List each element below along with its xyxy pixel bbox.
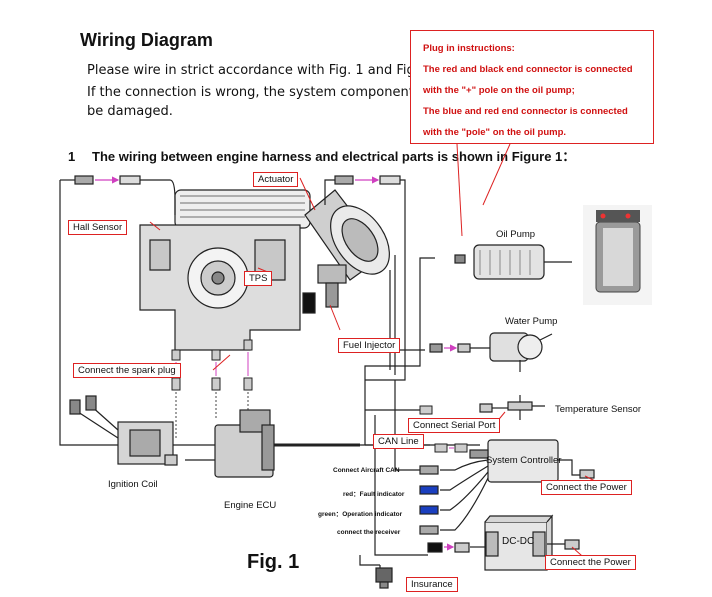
label-operation-indicator: green：Operation indicator: [318, 511, 403, 518]
plug-instructions-line-3: The blue and red end connector is connec…: [423, 106, 628, 117]
diagram-title: Wiring Diagram: [80, 30, 213, 50]
label-spark-plug: Connect the spark plug: [73, 363, 181, 378]
label-fault-indicator: red：Fault indicator: [343, 491, 405, 498]
label-fuel-injector: Fuel Injector: [338, 338, 401, 353]
hall-sensor-connector: [74, 175, 176, 215]
actuator-motor: [304, 189, 390, 281]
system-controller-part: [469, 439, 595, 483]
callout-lines: [149, 143, 606, 564]
oil-pump-part: [454, 244, 572, 280]
label-dcdc: DC-DC: [502, 536, 535, 547]
plug-instructions-line-1: The red and black end connector is conne…: [423, 64, 633, 75]
label-engine-ecu: Engine ECU: [224, 500, 277, 511]
figure-caption: Fig. 1: [247, 551, 300, 573]
label-insurance: Insurance: [406, 577, 458, 592]
label-serial-port: Connect Serial Port: [408, 418, 501, 433]
plug-instructions-title: Plug in instructions:: [423, 43, 515, 54]
label-system-controller: System Controller: [486, 455, 562, 466]
engine-block: [139, 189, 311, 351]
spark-plug-connectors: [171, 339, 253, 440]
label-aircraft-can: Connect Aircraft CAN: [333, 467, 400, 474]
label-connect-power-2: Connect the Power: [545, 555, 636, 570]
label-tps: TPS: [244, 271, 273, 286]
section-text: The wiring between engine harness and el…: [92, 149, 576, 164]
label-water-pump: Water Pump: [505, 316, 558, 327]
temperature-sensor-part: [479, 395, 545, 420]
oil-pump-photo: [583, 205, 652, 305]
label-receiver: connect the receiver: [337, 529, 401, 536]
ignition-coil-part: [69, 395, 178, 466]
intro-line-2: If the connection is wrong, the system c…: [87, 85, 454, 100]
intro-line-3: be damaged.: [87, 104, 173, 119]
label-connect-power-1: Connect the Power: [541, 480, 632, 495]
water-pump-part: [429, 332, 553, 372]
label-ignition-coil: Ignition Coil: [108, 479, 158, 490]
engine-ecu-part: [214, 409, 275, 478]
actuator-connector: [324, 175, 401, 205]
plug-instructions-line-4: with the "pole" on the oil pump.: [423, 127, 567, 138]
serial-can-connectors: [419, 405, 468, 453]
label-can-line: CAN Line: [373, 434, 424, 449]
intro-line-1: Please wire in strict accordance with Fi…: [87, 63, 436, 78]
fuel-injector-part: [302, 264, 347, 314]
section-number: 1: [68, 149, 76, 164]
label-actuator: Actuator: [253, 172, 299, 187]
plug-instructions-box: Plug in instructions: The red and black …: [410, 30, 654, 144]
label-oil-pump: Oil Pump: [496, 229, 536, 240]
section-heading: 1 The wiring between engine harness and e…: [68, 146, 575, 165]
insurance-fuse-part: [375, 567, 393, 589]
plug-instructions-line-2: with the "+" pole on the oil pump;: [423, 85, 575, 96]
label-hall-sensor: Hall Sensor: [68, 220, 128, 235]
controller-output-cables: [419, 459, 489, 535]
dcdc-part: [427, 514, 580, 571]
label-temperature-sensor: Temperature Sensor: [555, 404, 642, 415]
